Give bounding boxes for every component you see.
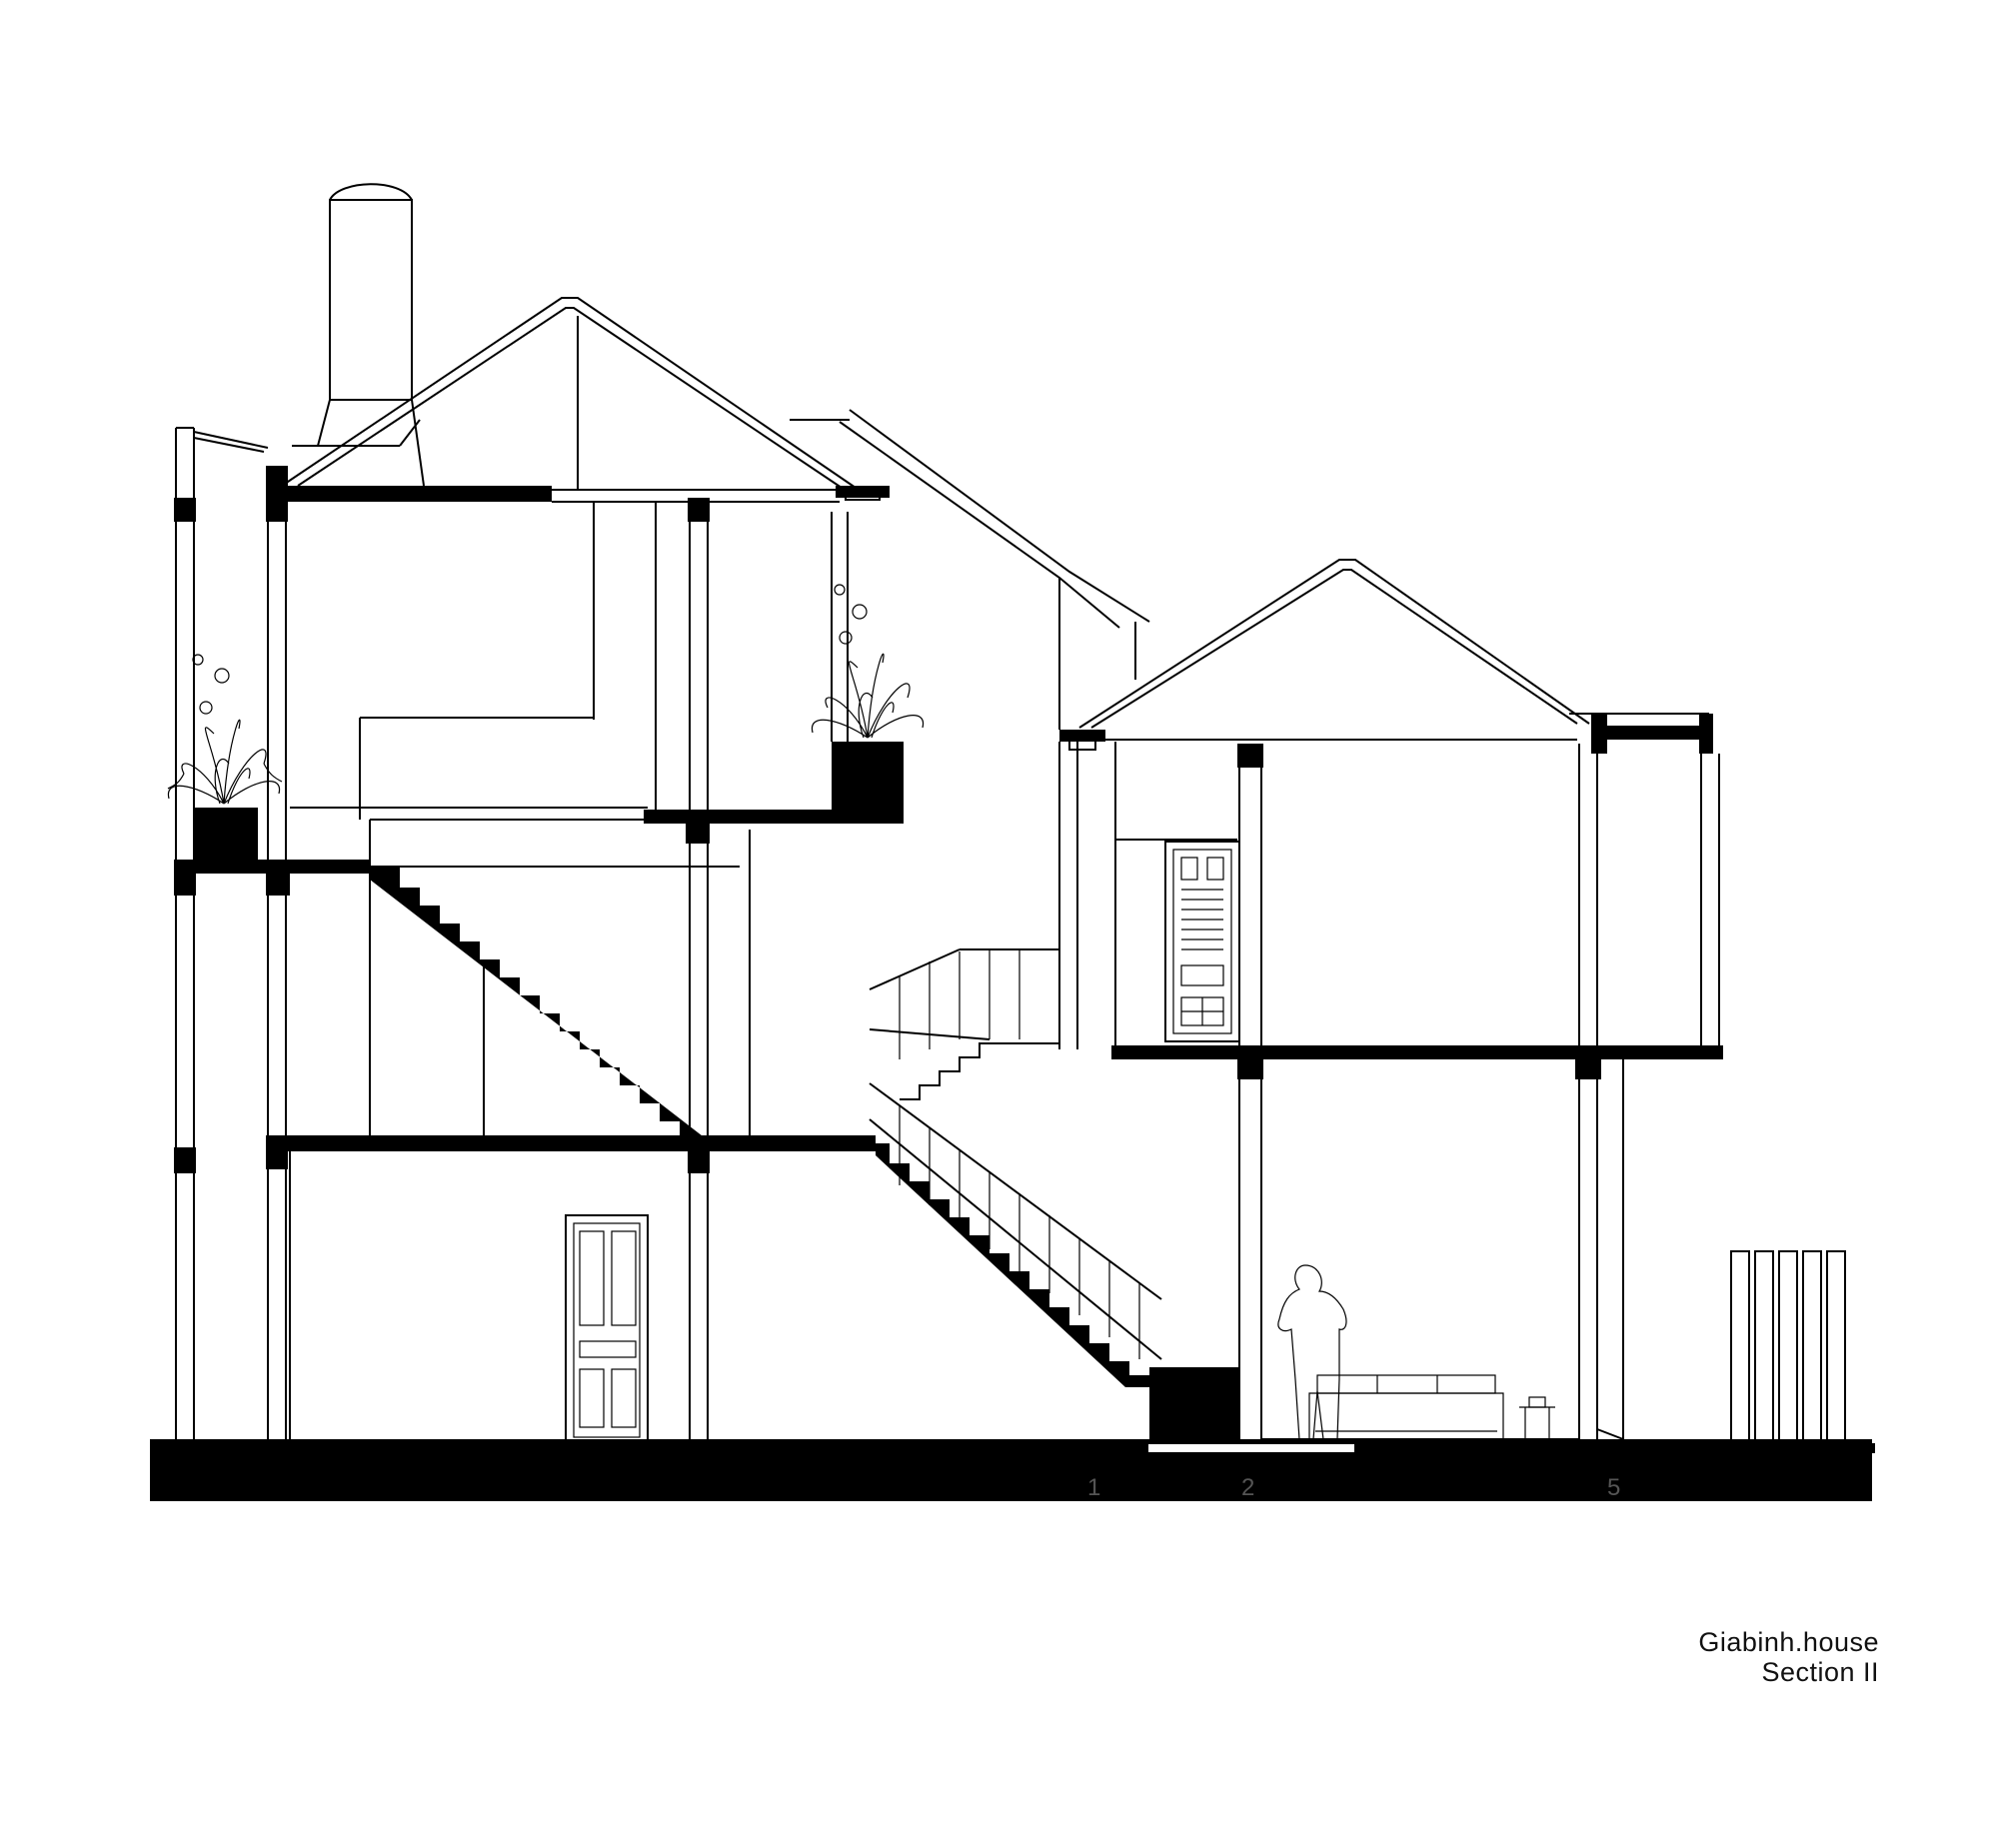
second-floor-slab xyxy=(174,860,740,896)
mezzanine-slab xyxy=(644,512,904,844)
main-stair xyxy=(370,868,740,1149)
scale-label-2: 2 xyxy=(1241,1474,1255,1501)
side-table xyxy=(1519,1396,1555,1439)
first-floor-slab xyxy=(266,1135,876,1439)
right-upper-room xyxy=(1058,742,1723,1079)
sheet-name: Section II xyxy=(1761,1657,1879,1687)
left-roof xyxy=(281,297,890,501)
title-block: Giabinh.house Section II xyxy=(1698,1627,1879,1687)
panel-door xyxy=(565,1214,649,1444)
project-name: Giabinh.house xyxy=(1698,1627,1879,1657)
left-planter xyxy=(192,654,258,864)
standing-person-icon xyxy=(1277,1264,1347,1440)
stair-railing xyxy=(869,948,1162,1360)
sofa-icon xyxy=(1308,1374,1504,1440)
scale-label-5: 5 xyxy=(1607,1474,1621,1501)
louvered-door xyxy=(1164,841,1240,1042)
potted-plant-icon xyxy=(167,719,283,805)
attic-floor-slab xyxy=(266,486,840,522)
scale-label-1: 1 xyxy=(1087,1474,1101,1501)
scale-bar xyxy=(1043,1442,1875,1454)
interior-columns xyxy=(290,502,751,1439)
fence xyxy=(1730,1250,1846,1480)
potted-plant-icon xyxy=(811,653,925,739)
chimney xyxy=(317,183,425,487)
right-roof xyxy=(790,409,1713,754)
secondary-stair xyxy=(876,1143,1239,1447)
left-exterior-wall xyxy=(174,427,288,1439)
